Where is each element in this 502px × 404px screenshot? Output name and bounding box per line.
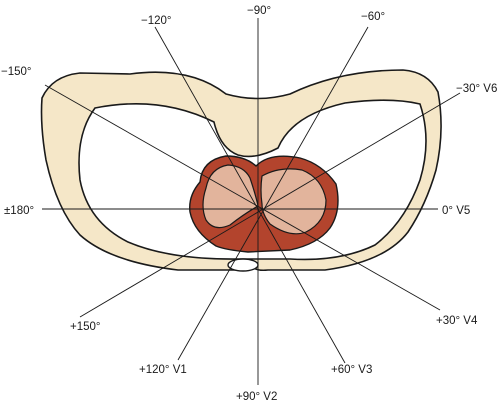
- axis-line-m30-p150: [79, 92, 461, 318]
- label-p30: +30° V4: [436, 315, 478, 327]
- label-p60: +60° V3: [331, 364, 372, 376]
- label-p120: +120° V1: [139, 364, 187, 376]
- axis-line-m60-p120: [177, 26, 369, 361]
- label-p90: +90° V2: [236, 391, 277, 403]
- label-m60: −60°: [361, 11, 385, 23]
- label-m150: −150°: [1, 66, 32, 78]
- label-m120: −120°: [141, 15, 172, 27]
- lead-axis-lines: [42, 18, 461, 385]
- label-p150: +150°: [70, 321, 101, 333]
- lead-axis-labels: −120° −90° −60° −150° −30° V6 ±180° 0° V…: [1, 5, 497, 403]
- label-p0: 0° V5: [442, 205, 470, 217]
- axis-line-m120-p60: [154, 26, 346, 364]
- label-m90: −90°: [247, 5, 271, 17]
- axis-line-m150-p30: [44, 84, 441, 311]
- label-m30: −30° V6: [456, 83, 497, 95]
- label-p180: ±180°: [4, 205, 34, 217]
